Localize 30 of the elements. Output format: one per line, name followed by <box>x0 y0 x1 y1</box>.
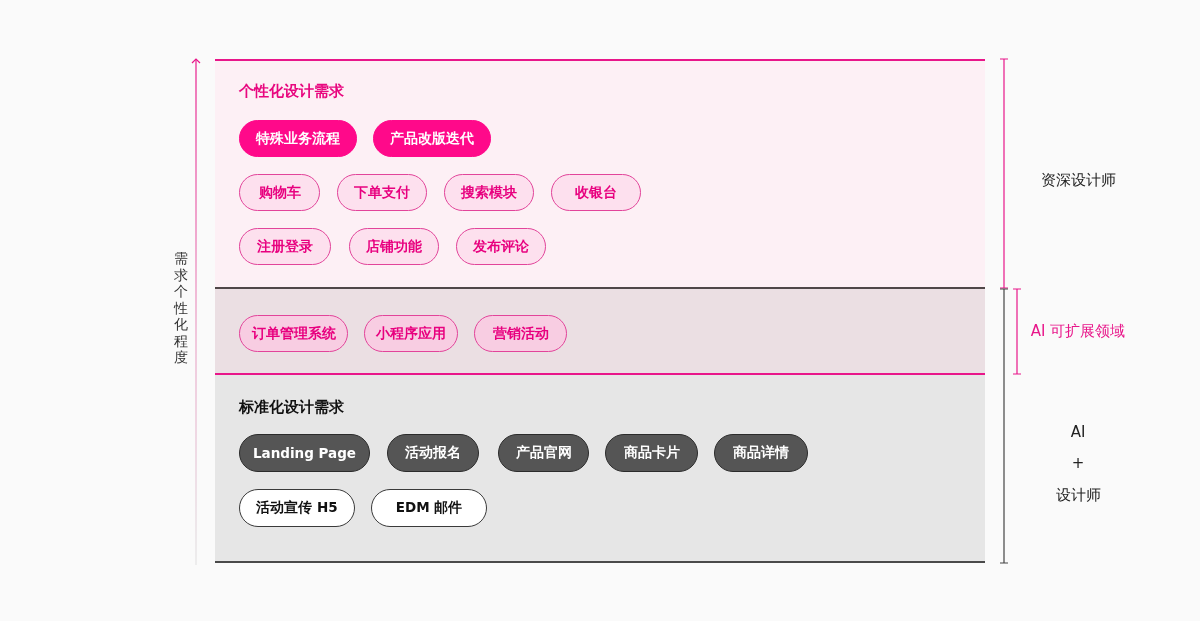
tag-pill: 注册登录 <box>239 228 331 265</box>
section-heading: 标准化设计需求 <box>239 398 344 416</box>
tag-pill: 特殊业务流程 <box>239 120 357 157</box>
band-panel <box>215 287 985 375</box>
bracket-label: 资深设计师 <box>1040 171 1116 189</box>
bracket-label: AI <box>1070 423 1086 441</box>
tag-pill: 小程序应用 <box>364 315 458 352</box>
axis-label: 需求个性化程度 <box>174 250 188 366</box>
bracket-label: 设计师 <box>1055 486 1101 504</box>
bracket-label: AI 可扩展领域 <box>1030 322 1126 340</box>
tag-pill: 产品改版迭代 <box>373 120 491 157</box>
bracket-label: + <box>1071 454 1085 472</box>
tag-pill: 收银台 <box>551 174 641 211</box>
tag-pill: 营销活动 <box>474 315 567 352</box>
tag-pill: 发布评论 <box>456 228 546 265</box>
tag-pill: 商品详情 <box>714 434 808 472</box>
section-heading: 个性化设计需求 <box>239 82 344 100</box>
tag-pill: 店铺功能 <box>349 228 439 265</box>
tag-pill: 商品卡片 <box>605 434 698 472</box>
tag-pill: 购物车 <box>239 174 320 211</box>
tag-pill: 订单管理系统 <box>239 315 348 352</box>
band-panel <box>215 59 985 287</box>
tag-pill: Landing Page <box>239 434 370 472</box>
tag-pill: 活动宣传 H5 <box>239 489 355 527</box>
tag-pill: 搜索模块 <box>444 174 534 211</box>
tag-pill: 下单支付 <box>337 174 427 211</box>
tag-pill: EDM 邮件 <box>371 489 487 527</box>
tag-pill: 活动报名 <box>387 434 479 472</box>
band-panel <box>215 375 985 563</box>
tag-pill: 产品官网 <box>498 434 589 472</box>
